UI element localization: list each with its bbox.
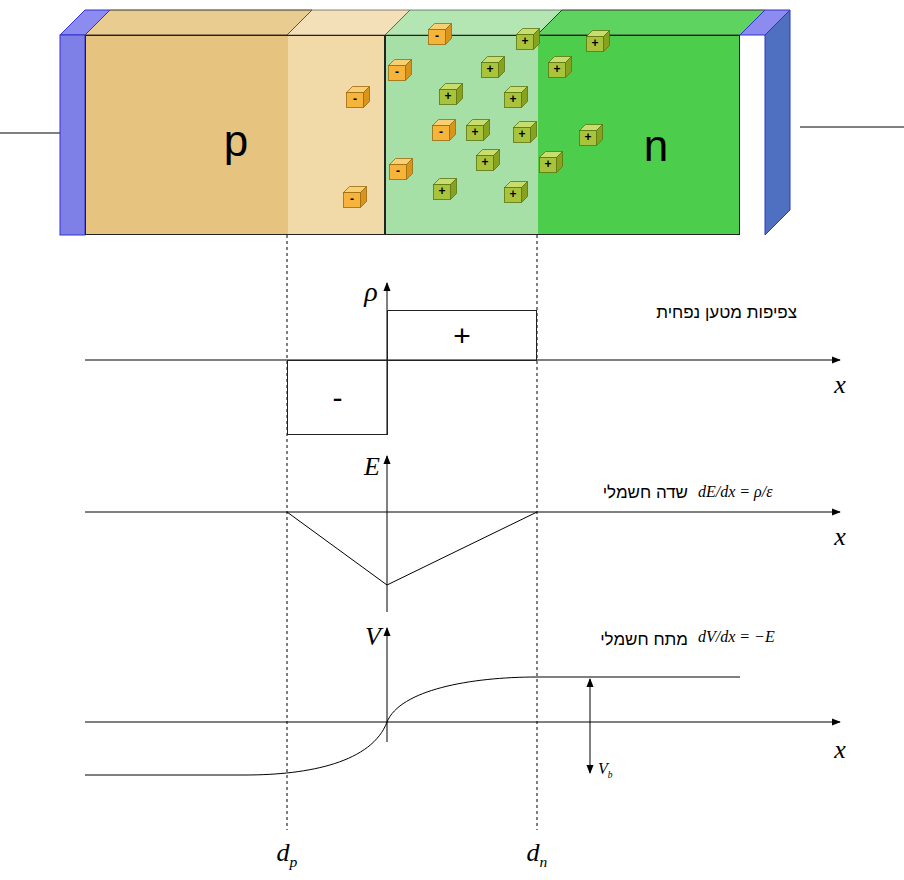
ion-sign: + [586, 36, 604, 52]
ion-sign: + [548, 62, 566, 78]
equation: dV/dx = −E [698, 628, 775, 646]
acceptor-ion: - [343, 186, 367, 208]
electrode [60, 35, 85, 235]
donor-ion: + [466, 119, 490, 141]
ion-sign: + [439, 89, 457, 105]
acceptor-ion: - [428, 23, 452, 45]
ion-cube [346, 86, 370, 108]
ion-sign: - [388, 65, 406, 81]
ion-sign: + [539, 157, 557, 173]
donor-ion: + [504, 86, 528, 108]
electrode [60, 10, 110, 35]
ion-sign: + [466, 125, 484, 141]
donor-ion: + [481, 56, 505, 78]
axis-name: x [834, 736, 846, 765]
slab-top-face [385, 10, 562, 35]
ion-cube [343, 186, 367, 208]
donor-ion: + [513, 121, 537, 143]
ion-sign: + [516, 34, 534, 50]
boundary-label: dp [277, 839, 298, 870]
donor-ion: + [439, 83, 463, 105]
electrode [765, 10, 790, 235]
y-axis [387, 628, 388, 742]
ion-sign: + [504, 187, 522, 203]
ion-cube [389, 158, 413, 180]
slab-top-face [537, 10, 765, 35]
donor-ion: + [548, 56, 572, 78]
potential-curve [85, 677, 740, 775]
dimension-arrow [590, 679, 591, 773]
ion-sign: + [481, 62, 499, 78]
x-axis [85, 722, 840, 723]
equation: dE/dx = ρ/ε [698, 483, 773, 501]
donor-ion: + [579, 124, 603, 146]
slab-top-face [85, 10, 312, 35]
acceptor-ion: - [388, 59, 412, 81]
plot-title: צפיפות מטען נפחית [656, 304, 797, 323]
donor-ion: + [586, 30, 610, 52]
plot-title: שדה חשמלי [603, 484, 688, 503]
negative-charge-block: - [287, 360, 388, 435]
dimension-label: Vb [598, 760, 613, 781]
ion-sign: + [476, 155, 494, 171]
p-region: p [85, 35, 385, 235]
ion-cube [388, 59, 412, 81]
axis-name: x [834, 523, 846, 552]
acceptor-ion: - [389, 158, 413, 180]
boundary-label: dn [527, 839, 548, 870]
ion-sign: + [433, 184, 451, 200]
x-axis [85, 512, 840, 513]
axis-name: x [834, 371, 846, 400]
axis-name: V [365, 623, 381, 652]
donor-ion: + [539, 151, 563, 173]
plot-title: מתח חשמלי [600, 631, 688, 650]
ion-cube [432, 119, 456, 141]
donor-ion: + [476, 149, 500, 171]
ion-sign: - [389, 164, 407, 180]
donor-ion: + [504, 181, 528, 203]
acceptor-ion: - [346, 86, 370, 108]
ion-sign: - [343, 192, 361, 208]
ion-sign: - [346, 92, 364, 108]
acceptor-ion: - [432, 119, 456, 141]
field-curve [287, 512, 537, 585]
axis-name: E [364, 453, 380, 482]
ion-sign: - [432, 125, 450, 141]
ion-sign: + [579, 130, 597, 146]
donor-ion: + [433, 178, 457, 200]
ion-cube [428, 23, 452, 45]
positive-charge-block: + [387, 310, 537, 361]
region-letter: n [644, 124, 668, 168]
axis-name: ρ [364, 277, 377, 308]
ion-sign: + [504, 92, 522, 108]
charge-sign: + [453, 321, 471, 351]
y-axis [387, 456, 388, 612]
lead-wire [800, 127, 904, 128]
ion-sign: + [513, 127, 531, 143]
ion-sign: - [428, 29, 446, 45]
donor-ion: + [516, 28, 540, 50]
charge-sign: - [333, 383, 343, 413]
guide-line [287, 235, 288, 830]
region-letter: p [224, 119, 248, 163]
